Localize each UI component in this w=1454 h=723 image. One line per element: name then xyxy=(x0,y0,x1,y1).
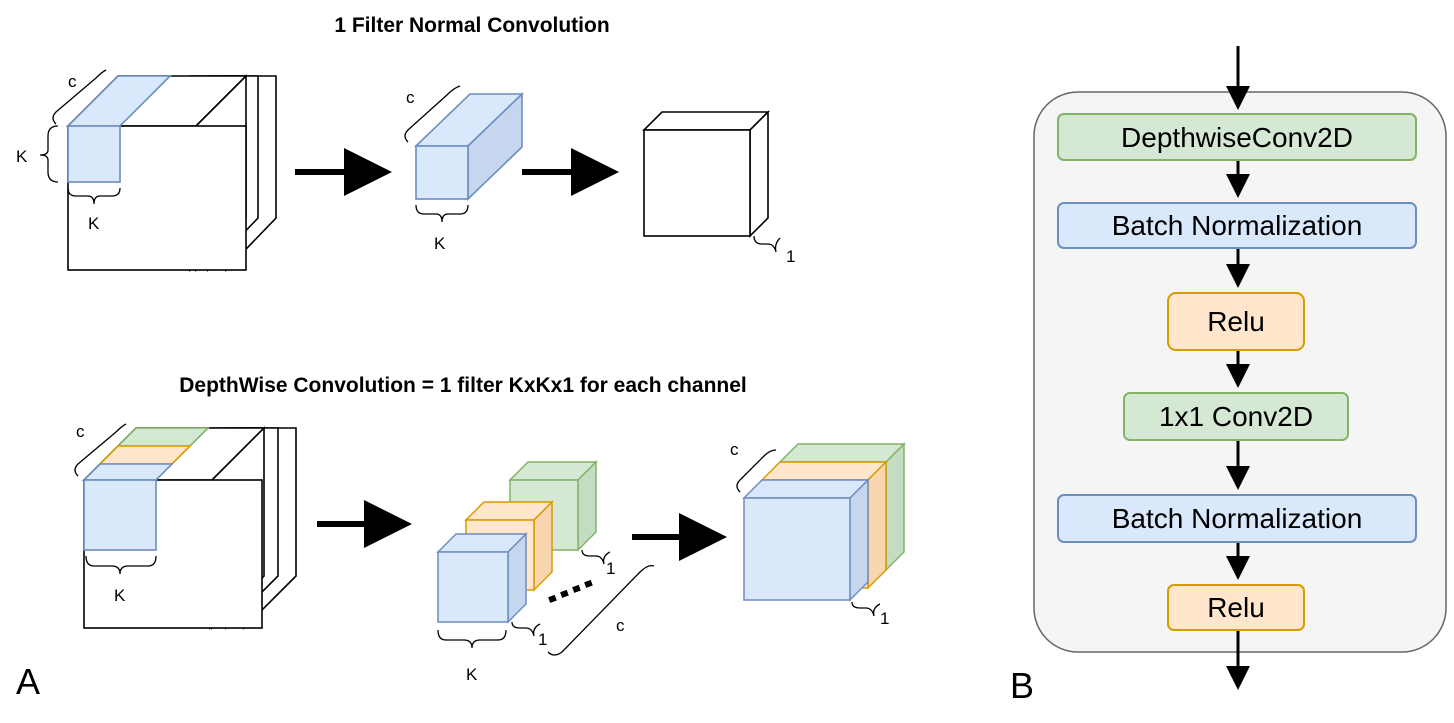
block-batch-normalization-2: Batch Normalization xyxy=(1057,494,1417,543)
depthwise-filter-dim-1a: 1 xyxy=(606,559,615,578)
depthwise-filter-dim-1b: 1 xyxy=(538,630,547,649)
normal-dim-k-width: K xyxy=(88,214,100,233)
panel-b-label: B xyxy=(1010,665,1034,706)
depthwise-output-dim-c: c xyxy=(730,440,739,459)
depthwise-input-braces xyxy=(74,423,157,575)
depthwise-output-dim-1: 1 xyxy=(880,609,889,628)
depthwise-filter-braces xyxy=(437,549,655,656)
block-label: Relu xyxy=(1207,306,1265,337)
depthwise-input-volume xyxy=(82,426,297,630)
block-label: DepthwiseConv2D xyxy=(1121,122,1353,153)
depthwise-filter-dim-k: K xyxy=(466,665,478,684)
depthwise-conv-title: DepthWise Convolution = 1 filter KxKx1 f… xyxy=(179,374,747,397)
normal-conv-section: 1 Filter Normal Convolution c K K xyxy=(16,14,795,272)
normal-filter-dim-k: K xyxy=(434,234,446,253)
normal-filter-dim-c: c xyxy=(406,88,415,107)
block-label: Batch Normalization xyxy=(1112,210,1363,241)
depthwise-conv-section: DepthWise Convolution = 1 filter KxKx1 f… xyxy=(74,374,906,684)
normal-filter-overlay xyxy=(66,75,172,183)
block-label: 1x1 Conv2D xyxy=(1159,401,1313,432)
depthwise-ellipsis xyxy=(548,579,593,603)
depthwise-filter-count-c: c xyxy=(616,616,625,635)
block-1x1-conv2d: 1x1 Conv2D xyxy=(1123,392,1349,441)
block-batch-normalization-1: Batch Normalization xyxy=(1057,202,1417,249)
panel-b-flow: DepthwiseConv2D Batch Normalization Relu… xyxy=(1033,46,1447,690)
normal-output-brace xyxy=(753,235,781,253)
normal-output-dim-1: 1 xyxy=(786,247,795,266)
normal-filter-cube xyxy=(414,92,524,201)
depthwise-dim-k: K xyxy=(114,586,126,605)
depthwise-output-braces xyxy=(736,449,881,617)
block-depthwiseconv2d: DepthwiseConv2D xyxy=(1057,113,1417,161)
depthwise-input-channels xyxy=(82,427,210,551)
block-label: Batch Normalization xyxy=(1112,503,1363,534)
block-relu-2: Relu xyxy=(1167,584,1305,631)
depthwise-dim-c: c xyxy=(76,422,85,441)
panel-a-label: A xyxy=(16,661,40,702)
normal-conv-title: 1 Filter Normal Convolution xyxy=(334,14,609,37)
depthwise-output-blue xyxy=(742,478,870,602)
normal-input-braces xyxy=(39,69,121,205)
normal-dim-c: c xyxy=(68,72,77,91)
depthwise-filter-blue xyxy=(436,532,528,624)
normal-dim-k-height: K xyxy=(16,147,28,166)
block-label: Relu xyxy=(1207,592,1265,623)
block-relu-1: Relu xyxy=(1167,292,1305,351)
normal-output-map xyxy=(642,110,770,238)
normal-filter-braces xyxy=(404,85,469,223)
block-container xyxy=(1033,91,1447,653)
